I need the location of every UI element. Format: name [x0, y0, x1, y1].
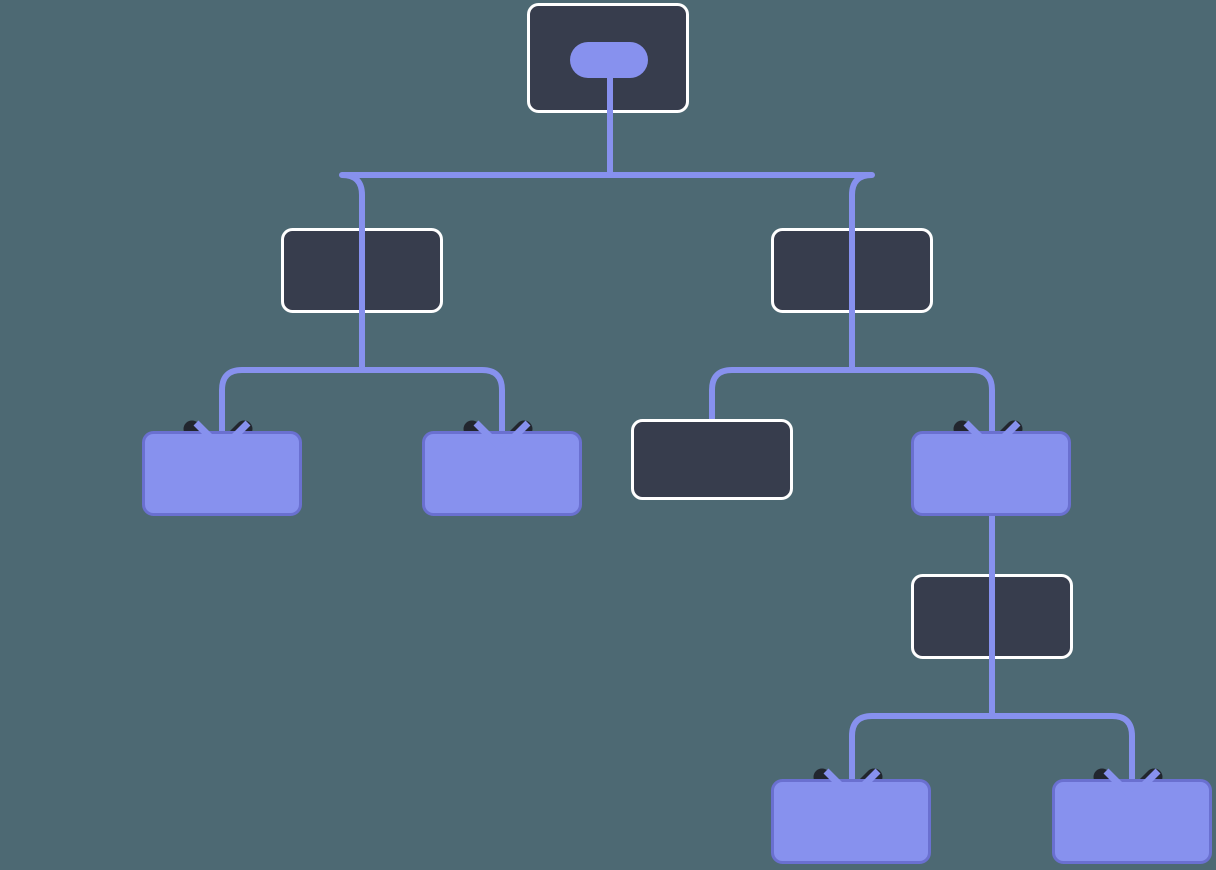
node-body-leaf-f[interactable] — [1052, 779, 1212, 864]
arrow-head-leaf-a — [193, 420, 251, 454]
connector-bus-2-right — [362, 367, 505, 431]
connector-bus-3-left — [709, 367, 852, 419]
node-leaf-a[interactable] — [142, 431, 302, 516]
node-body-leaf-b[interactable] — [422, 431, 582, 516]
connector-bus-4-right — [992, 713, 1135, 779]
arrow-head-leaf-e — [823, 768, 881, 802]
connector-bus-3-right — [852, 367, 995, 431]
connector-bus-1-right — [610, 172, 875, 228]
node-layer — [142, 3, 1212, 864]
node-leaf-b[interactable] — [422, 431, 582, 516]
connector-bus-4-left — [849, 713, 992, 779]
node-body-leaf-a[interactable] — [142, 431, 302, 516]
node-leaf-e[interactable] — [771, 779, 931, 864]
node-leaf-f[interactable] — [1052, 779, 1212, 864]
arrow-head-leaf-b — [473, 420, 531, 454]
node-leaf-c-dark[interactable] — [631, 419, 793, 500]
node-leaf-d[interactable] — [911, 431, 1071, 516]
node-body-leaf-d[interactable] — [911, 431, 1071, 516]
connector-bus-2-left — [219, 367, 362, 431]
through-line-layer — [359, 60, 995, 665]
arrow-head-layer — [193, 420, 1161, 802]
node-body-leaf-c-dark[interactable] — [631, 419, 793, 500]
arrow-head-leaf-d — [963, 420, 1021, 454]
connector-layer — [219, 60, 1135, 779]
node-body-leaf-e[interactable] — [771, 779, 931, 864]
arrow-head-leaf-f — [1103, 768, 1161, 802]
connector-bus-1-left — [339, 172, 610, 228]
